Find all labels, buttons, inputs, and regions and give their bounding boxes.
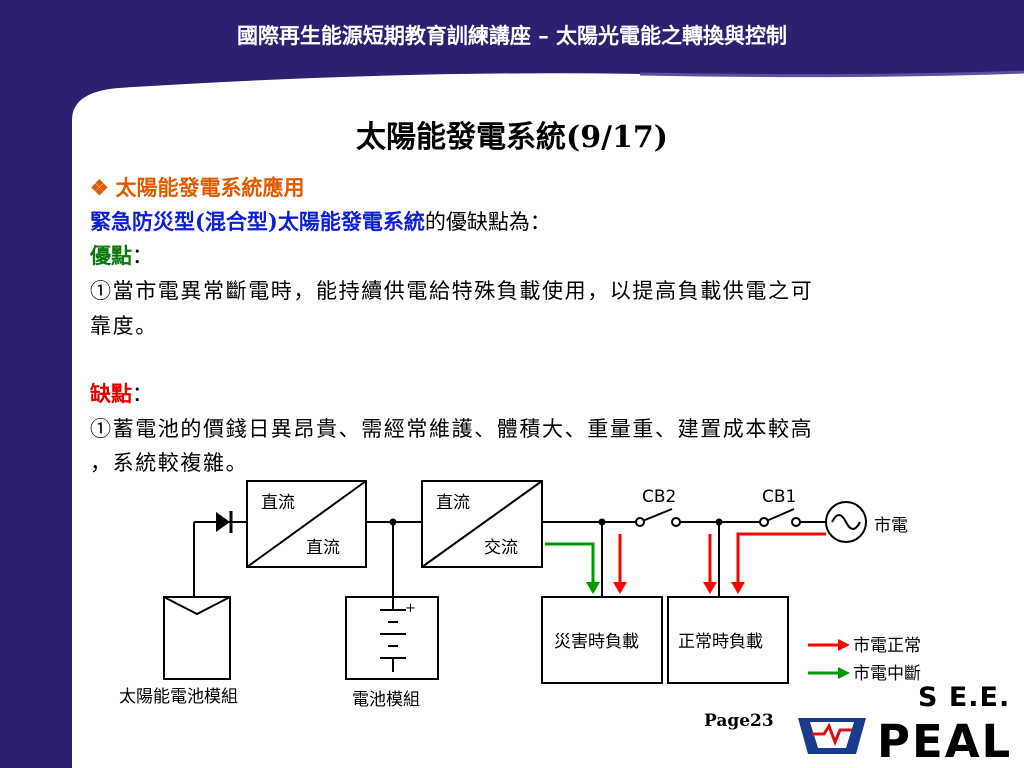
junction-dot <box>715 518 723 526</box>
cb2-contact-left <box>635 517 645 527</box>
header-stripe <box>639 70 1024 78</box>
pv-module-icon <box>163 596 231 616</box>
intro-highlight: 緊急防災型(混合型)太陽能發電系統 <box>90 209 425 234</box>
disaster-load-label: 災害時負載 <box>554 632 639 652</box>
pros-heading: 優點： <box>90 240 153 270</box>
cons-label: 缺點 <box>90 381 132 406</box>
legend-outage-arrow-head <box>838 667 850 679</box>
cb1-contact-left <box>759 517 769 527</box>
pros-colon: ： <box>132 244 153 268</box>
dcdc-diagonal <box>246 480 367 568</box>
pv-module-label: 太陽能電池模組 <box>119 687 238 707</box>
outage-flow-arrow <box>545 542 595 584</box>
legend-normal-label: 市電正常 <box>853 636 921 656</box>
cb1-switch[interactable] <box>763 508 795 523</box>
cons-line-2: ，系統較複雜。 <box>90 451 249 475</box>
grid-source-circle <box>825 501 867 543</box>
cb2-contact-right <box>671 517 681 527</box>
normal-load-box <box>667 596 789 684</box>
disaster-load-box <box>541 596 663 684</box>
pv-module-box <box>163 596 231 680</box>
cb1-label: CB1 <box>762 487 796 507</box>
content-panel <box>72 72 1024 768</box>
cons-heading: 缺點： <box>90 378 153 408</box>
intro-rest: 的優缺點為： <box>424 210 551 234</box>
cb2-label: CB2 <box>642 487 676 507</box>
dcdc-bottom-label: 直流 <box>306 538 340 558</box>
normal-arrow-head <box>703 582 717 594</box>
logo-peal-text: PEAL <box>877 715 1013 768</box>
battery-module-label: 電池模組 <box>352 690 420 710</box>
page-number: Page23 <box>704 711 774 731</box>
battery-plus-label: + <box>405 601 416 616</box>
pros-line-1: ①當市電異常斷電時，能持續供電給特殊負載使用，以提高負載供電之可 <box>90 279 814 303</box>
cons-colon: ： <box>132 382 153 406</box>
dcdc-converter-box <box>246 480 367 568</box>
junction-dot <box>598 518 606 526</box>
dcac-top-label: 直流 <box>436 493 470 513</box>
diamond-bullet-icon: ❖ <box>90 175 109 200</box>
normal-load-label: 正常時負載 <box>678 632 763 652</box>
peal-logo-icon <box>798 718 866 754</box>
normal-arrow-head <box>613 582 627 594</box>
outage-arrow-head <box>586 582 600 594</box>
ac-wave-icon <box>831 514 861 530</box>
bullet-text: 太陽能發電系統應用 <box>115 175 305 200</box>
diode-icon <box>216 512 230 532</box>
cb2-switch[interactable] <box>639 508 673 523</box>
cons-line-1: ①蓄電池的價錢日異昂貴、需經常維護、體積大、重量重、建置成本較高 <box>90 417 814 441</box>
logo-see-text: S E.E. <box>918 682 1011 713</box>
grid-label: 市電 <box>874 516 908 536</box>
dcac-inverter-box <box>421 480 543 568</box>
normal-flow-arrow-grid <box>736 532 826 584</box>
legend-outage-label: 市電中斷 <box>853 664 921 684</box>
dcac-bottom-label: 交流 <box>484 538 518 558</box>
slide-title: 太陽能發電系統(9/17) <box>356 120 668 155</box>
normal-arrow-head <box>731 582 745 594</box>
dcac-diagonal <box>421 480 543 568</box>
system-diagram: 直流 直流 直流 交流 CB2 CB1 市電 + 太陽能電池模組 電池模組 災害… <box>119 480 921 710</box>
cb1-contact-right <box>791 517 801 527</box>
pros-line-2: 靠度。 <box>90 314 158 338</box>
header-title: 國際再生能源短期教育訓練講座 – 太陽光電能之轉換與控制 <box>236 23 788 48</box>
intro-line: 緊急防災型(混合型)太陽能發電系統的優缺點為： <box>90 206 551 236</box>
pros-label: 優點 <box>90 243 132 268</box>
legend-normal-arrow-head <box>838 639 850 651</box>
dcdc-top-label: 直流 <box>261 493 295 513</box>
junction-dot <box>389 518 397 526</box>
bullet-line: ❖ 太陽能發電系統應用 <box>90 172 305 202</box>
